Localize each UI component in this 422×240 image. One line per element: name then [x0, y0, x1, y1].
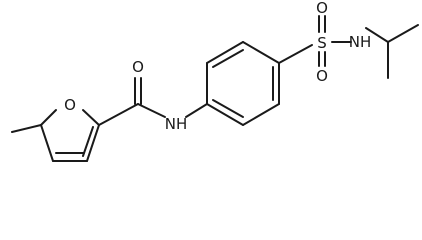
- bonds: [11, 15, 419, 162]
- bond-benz-6: [206, 103, 244, 126]
- bond-c2-carbonyl: [98, 103, 139, 126]
- bond-benz-5: [242, 103, 280, 126]
- bond-benz-2: [206, 41, 244, 64]
- bond-furan-o-c2: [82, 109, 100, 126]
- sulfonyl-oxygen-top-label: O: [316, 0, 328, 17]
- furan-oxygen-label: O: [64, 96, 76, 114]
- bond-benz-3: [242, 41, 280, 64]
- bond-benz-inner-3: [212, 99, 244, 118]
- bond-methyl: [11, 124, 42, 133]
- amide-nh-label: NH: [165, 115, 188, 133]
- bond-furan-c2-c3-inner: [82, 126, 94, 157]
- bond-furan-c5-o: [40, 109, 57, 126]
- bond-ch-me1: [387, 24, 419, 43]
- bond-benzene-s: [278, 44, 313, 64]
- carbonyl-oxygen-label: O: [132, 58, 144, 76]
- bond-carbonyl-n: [137, 103, 166, 118]
- sulfonamide-nh-label: NH: [349, 33, 372, 51]
- bond-n-ch: [365, 27, 389, 43]
- bond-n-benzene: [185, 103, 208, 118]
- sulfonyl-oxygen-bottom-label: O: [316, 67, 328, 85]
- bond-furan-c2-c3: [86, 124, 100, 162]
- structure-diagram: O O NH S O O NH: [11, 0, 419, 162]
- bond-furan-c4-c5: [40, 124, 54, 162]
- bond-benz-inner-1: [212, 49, 244, 68]
- sulfur-label: S: [317, 34, 327, 52]
- atom-labels: O O NH S O O NH: [64, 0, 371, 133]
